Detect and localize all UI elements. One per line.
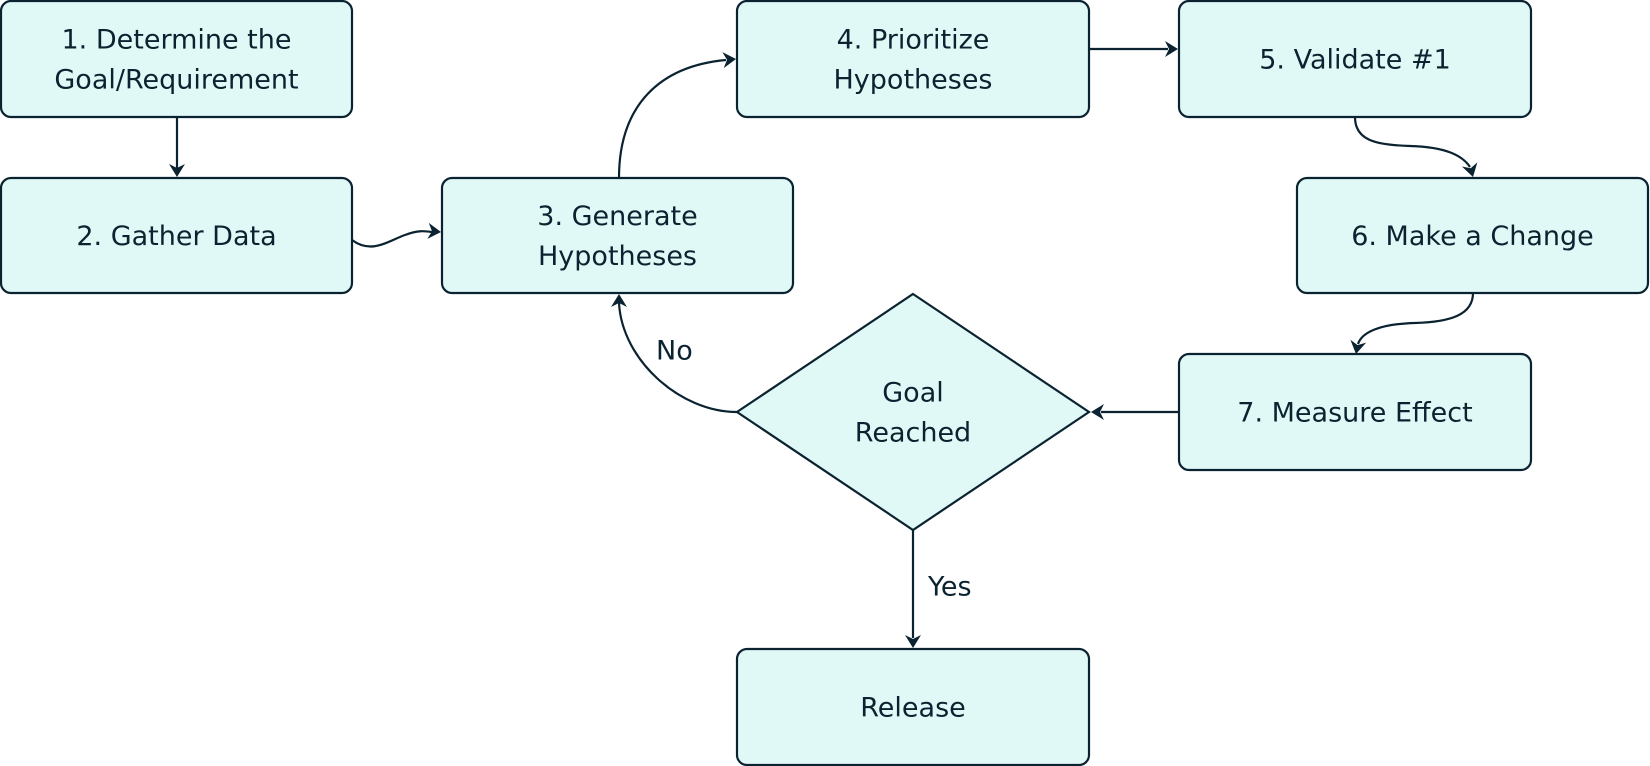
edge-line <box>617 58 727 179</box>
node-label: 6. Make a Change <box>1351 221 1594 252</box>
edge-decision-release <box>905 530 921 648</box>
edge-n3-n4 <box>617 52 736 179</box>
node-label: Goal <box>882 378 944 409</box>
arrowhead-icon <box>1461 162 1478 177</box>
edge-n6-n7 <box>1350 292 1475 354</box>
edge-line <box>1353 116 1471 168</box>
arrowhead-icon <box>1091 404 1104 420</box>
node-label: Release <box>860 693 966 724</box>
process-box <box>1177 0 1533 119</box>
node-label: Goal/Requirement <box>54 65 298 96</box>
edge-line <box>617 302 738 414</box>
node-label: 7. Measure Effect <box>1237 398 1472 429</box>
node-label: 5. Validate #1 <box>1259 45 1451 76</box>
edge-n1-n2 <box>169 117 185 177</box>
edge-decision-n3 <box>611 294 738 414</box>
process-box <box>0 0 354 119</box>
node-label: 1. Determine the <box>62 25 292 56</box>
process-box <box>0 176 354 295</box>
arrowhead-icon <box>905 635 921 648</box>
node-n2: 2. Gather Data <box>0 176 354 295</box>
node-label: Hypotheses <box>538 241 697 272</box>
process-box <box>1295 176 1650 295</box>
node-label: 2. Gather Data <box>76 221 276 252</box>
edge-line <box>351 230 433 248</box>
edge-label-no: No <box>656 336 693 367</box>
arrowhead-icon <box>611 294 627 307</box>
edges-layer <box>169 41 1478 648</box>
edge-n7-decision <box>1091 404 1179 420</box>
decision-diamond <box>735 292 1091 532</box>
node-label: 4. Prioritize <box>837 25 990 56</box>
node-n6: 6. Make a Change <box>1295 176 1650 295</box>
arrowhead-icon <box>1350 339 1367 354</box>
node-label: 3. Generate <box>537 201 697 232</box>
arrowhead-icon <box>1165 41 1178 57</box>
process-box <box>1177 352 1533 472</box>
edge-label-yes: Yes <box>927 572 972 603</box>
node-label: Reached <box>855 418 971 449</box>
process-box <box>735 0 1091 119</box>
node-n5: 5. Validate #1 <box>1177 0 1533 119</box>
edge-line <box>1356 292 1475 345</box>
arrowhead-icon <box>722 52 736 69</box>
arrowhead-icon <box>169 164 185 177</box>
process-box <box>440 176 795 295</box>
edge-n2-n3 <box>351 222 441 248</box>
node-release: Release <box>735 647 1091 766</box>
edge-n5-n6 <box>1353 116 1478 177</box>
edge-n4-n5 <box>1089 41 1178 57</box>
arrowhead-icon <box>427 222 441 239</box>
node-n7: 7. Measure Effect <box>1177 352 1533 472</box>
process-box <box>735 647 1091 766</box>
node-label: Hypotheses <box>834 65 993 96</box>
